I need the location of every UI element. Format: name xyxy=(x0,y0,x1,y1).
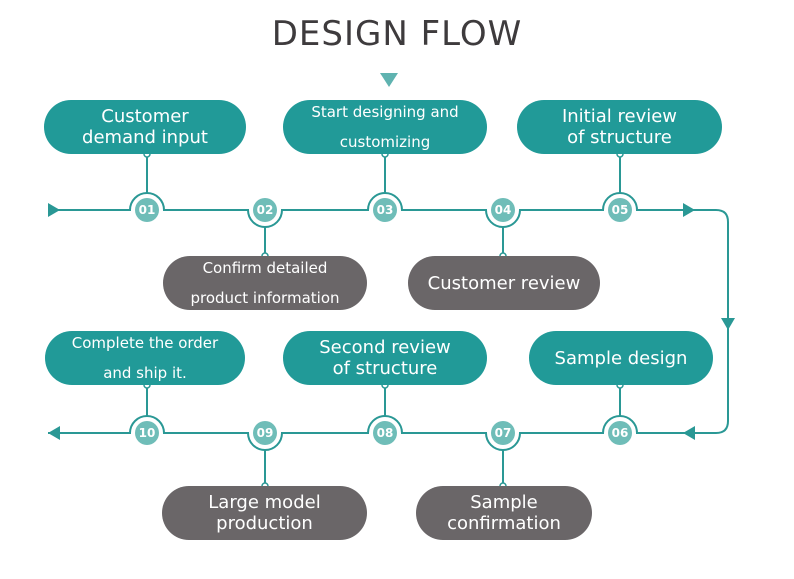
right-arrow-icon xyxy=(683,203,695,217)
step-02-number-badge: 02 xyxy=(253,198,277,222)
left-arrow-icon xyxy=(683,426,695,440)
step-05-number-badge: 05 xyxy=(608,198,632,222)
step-03-pill: Start designing and customizing xyxy=(283,100,487,154)
diagram-title: DESIGN FLOW xyxy=(271,14,523,54)
step-09-pill: Large model production xyxy=(162,486,367,540)
step-06-number-badge: 06 xyxy=(608,421,632,445)
step-07-number-badge: 07 xyxy=(491,421,515,445)
step-06-pill: Sample design xyxy=(529,331,713,385)
step-07-pill: Sample confirmation xyxy=(416,486,592,540)
start-arrow-icon xyxy=(380,73,398,87)
step-05-pill: Initial review of structure xyxy=(517,100,722,154)
step-04-pill: Customer review xyxy=(408,256,600,310)
step-09-number-badge: 09 xyxy=(253,421,277,445)
down-arrow-icon xyxy=(721,318,735,330)
step-02-pill: Confirm detailed product information xyxy=(163,256,367,310)
step-08-pill: Second review of structure xyxy=(283,331,487,385)
step-01-number-badge: 01 xyxy=(135,198,159,222)
step-04-number-badge: 04 xyxy=(491,198,515,222)
end-arrow-icon xyxy=(48,426,60,440)
start-arrow-icon xyxy=(48,203,60,217)
step-10-number-badge: 10 xyxy=(135,421,159,445)
step-01-pill: Customer demand input xyxy=(44,100,246,154)
step-10-pill: Complete the order and ship it. xyxy=(45,331,245,385)
step-03-number-badge: 03 xyxy=(373,198,397,222)
step-08-number-badge: 08 xyxy=(373,421,397,445)
